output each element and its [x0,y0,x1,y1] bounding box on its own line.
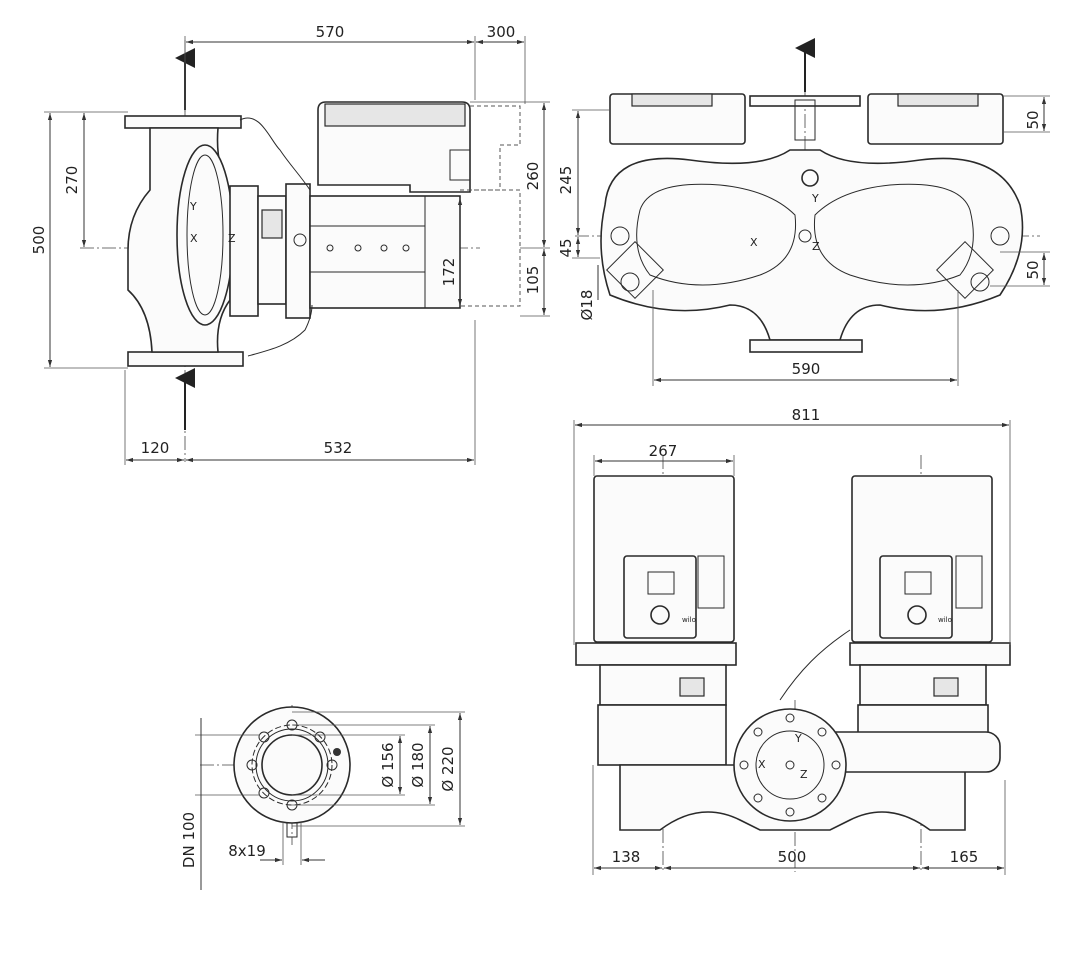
front-motor-right [859,664,987,706]
top-outlet-flange [749,95,861,107]
dim-532: 532 [324,439,353,457]
top-view: Y X Z 245 45 Ø18 50 50 590 [557,38,1050,386]
front-view: wilo wilo Y X Z [573,406,1011,875]
side-axis-y: Y [189,200,197,213]
module-service-envelope [470,105,521,191]
front-axis-y: Y [794,732,802,745]
dim-165: 165 [950,848,979,866]
bottom-flange [127,351,244,367]
dim-105: 105 [524,266,542,295]
dim-172: 172 [440,258,458,287]
dim-hole-18: Ø18 [578,290,596,321]
motor-service-envelope [460,189,521,307]
flange-view: Ø 156 Ø 180 Ø 220 DN 100 8x19 [180,705,465,890]
dim-120: 120 [141,439,170,457]
front-outlet-pipe [819,731,1001,773]
flange-bolt-circle [251,724,333,806]
dim-8x19: 8x19 [228,842,266,860]
top-axis-x: X [750,236,758,249]
motor [309,195,461,309]
dim-dn100: DN 100 [180,812,198,868]
dim-50-bottom: 50 [1024,260,1042,279]
front-axis-x: X [758,758,766,771]
front-cable [779,629,851,701]
dim-500-front: 500 [778,848,807,866]
dim-811: 811 [792,406,821,424]
top-flange [124,115,242,129]
dim-d180: Ø 180 [409,742,427,787]
dim-45: 45 [557,238,575,257]
front-axis-z: Z [800,768,808,781]
left-display-panel [623,555,697,639]
bottom-inlet-flange [749,339,863,353]
flange-bolt-holes [246,719,341,811]
left-brand: wilo [682,616,696,624]
front-motor-left [599,664,727,706]
right-brand: wilo [938,616,952,624]
left-module-base [575,642,737,666]
twin-pump-body [600,149,1024,341]
dim-d156: Ø 156 [379,742,397,787]
right-module-base [849,642,1011,666]
cable-bottom [247,304,313,357]
right-display-panel [879,555,953,639]
top-axis-z: Z [812,240,820,253]
side-axis-z: Z [228,232,236,245]
dim-d220: Ø 220 [439,746,457,791]
dim-267: 267 [649,442,678,460]
dim-270: 270 [63,166,81,195]
dim-500: 500 [30,226,48,255]
cable-top [239,117,311,191]
left-dial [650,605,670,625]
dim-570: 570 [316,23,345,41]
right-dial [907,605,927,625]
side-axis-x: X [190,232,198,245]
module-lid [324,103,466,127]
side-view: Y X Z 570 300 500 270 260 105 172 [30,23,550,465]
motor-flange [285,183,311,319]
terminal [261,209,283,239]
top-axis-y: Y [811,192,819,205]
dim-138: 138 [612,848,641,866]
dim-260: 260 [524,162,542,191]
dim-50-top: 50 [1024,110,1042,129]
lantern [229,185,259,317]
dim-245: 245 [557,166,575,195]
volute [176,144,234,326]
front-center-flange [733,708,847,822]
dim-300: 300 [487,23,516,41]
flange-bore [261,734,323,796]
top-axis-origin [801,169,819,187]
dim-590: 590 [792,360,821,378]
front-housing-left [597,704,727,766]
